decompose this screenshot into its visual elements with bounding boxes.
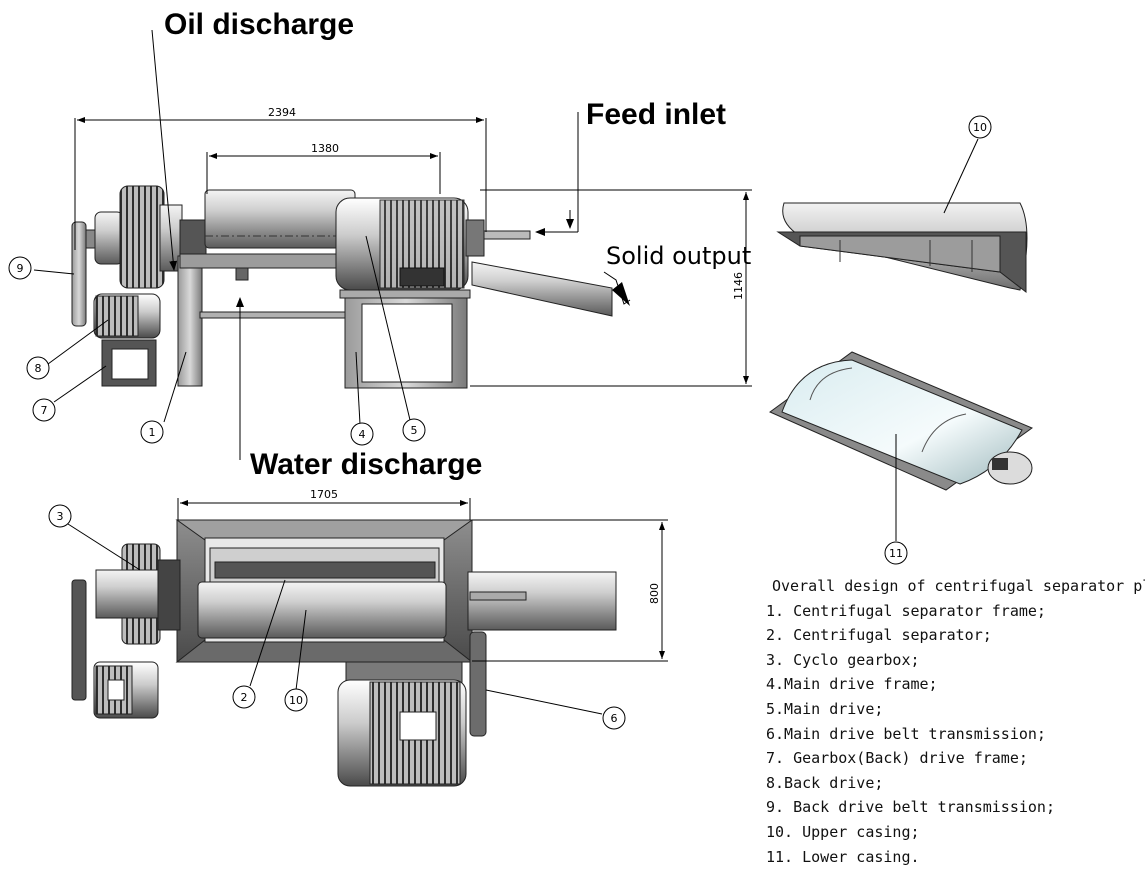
balloon-4: 4 [350, 422, 374, 446]
dim-top-width: 800 [648, 583, 661, 604]
solid-output-chute [471, 261, 613, 317]
svg-text:4: 4 [359, 428, 366, 441]
legend-item-10: 10. Upper casing; [766, 822, 920, 841]
water-discharge-label: Water discharge [250, 448, 482, 481]
legend-item-6: 6.Main drive belt transmission; [766, 724, 1046, 743]
back-drive-belt-top [71, 579, 87, 701]
main-drive-motor-side [335, 197, 531, 291]
main-drive-motor-top [337, 661, 467, 787]
legend-item-3: 3. Cyclo gearbox; [766, 650, 920, 669]
svg-text:3: 3 [57, 510, 64, 523]
balloon-6: 6 [602, 706, 626, 730]
legend-item-4: 4.Main drive frame; [766, 675, 938, 694]
balloon-leaders [33, 138, 979, 715]
side-dimensions [74, 117, 752, 387]
balloon-10-top-view: 10 [284, 688, 308, 712]
main-drive-frame-side [339, 289, 471, 389]
back-drive-belt-transmission-side [71, 221, 97, 327]
legend-item-7: 7. Gearbox(Back) drive frame; [766, 749, 1028, 768]
balloon-8: 8 [26, 356, 50, 380]
balloon-5: 5 [402, 418, 426, 442]
legend-item-5: 5.Main drive; [766, 699, 884, 718]
dim-overall-length: 2394 [268, 106, 296, 119]
balloon-11: 11 [884, 541, 908, 565]
svg-text:10: 10 [289, 694, 303, 707]
top-dimensions [177, 498, 668, 662]
lower-casing [769, 351, 1034, 491]
svg-text:2: 2 [241, 691, 248, 704]
dim-drum-length: 1380 [311, 142, 339, 155]
svg-text:11: 11 [889, 547, 903, 560]
solid-output-label: Solid output [606, 242, 751, 270]
centrifugal-separator-drum [204, 189, 356, 249]
balloon-1: 1 [140, 420, 164, 444]
back-drive-motor-top [93, 661, 159, 719]
legend-item-11: 11. Lower casing. [766, 847, 920, 866]
balloon-10-upper-casing: 10 [968, 115, 992, 139]
centrifugal-separator-frame-side [177, 253, 351, 387]
svg-text:7: 7 [41, 404, 48, 417]
legend-item-9: 9. Back drive belt transmission; [766, 798, 1055, 817]
balloon-9: 9 [8, 256, 32, 280]
oil-discharge-label: Oil discharge [164, 8, 354, 41]
legend-item-2: 2. Centrifugal separator; [766, 626, 992, 645]
gearbox-drive-frame-side [101, 339, 157, 387]
solid-output-arrow [612, 282, 630, 306]
legend-title: Overall design of centrifugal separator … [772, 577, 1145, 595]
parts-legend: Overall design of centrifugal separator … [766, 574, 1145, 869]
svg-text:1: 1 [149, 426, 156, 439]
separator-drum-top [197, 581, 447, 639]
cyclo-gearbox-side [94, 185, 207, 289]
legend-item-1: 1. Centrifugal separator frame; [766, 601, 1046, 620]
svg-text:8: 8 [35, 362, 42, 375]
feed-inlet-label: Feed inlet [586, 98, 726, 131]
legend-item-8: 8.Back drive; [766, 773, 884, 792]
balloon-3: 3 [48, 504, 72, 528]
balloon-2: 2 [232, 685, 256, 709]
solid-output-top [467, 571, 617, 631]
upper-casing [776, 202, 1028, 294]
svg-text:5: 5 [411, 424, 418, 437]
back-drive-motor-side [93, 293, 161, 339]
side-view [71, 185, 613, 389]
balloon-7: 7 [32, 398, 56, 422]
svg-text:9: 9 [17, 262, 24, 275]
main-drive-belt-top [469, 631, 487, 737]
svg-text:10: 10 [973, 121, 987, 134]
svg-text:6: 6 [611, 712, 618, 725]
callout-leaders [151, 29, 631, 460]
dim-height: 1146 [732, 272, 745, 300]
dim-top-length: 1705 [310, 488, 338, 501]
top-view [71, 519, 617, 787]
